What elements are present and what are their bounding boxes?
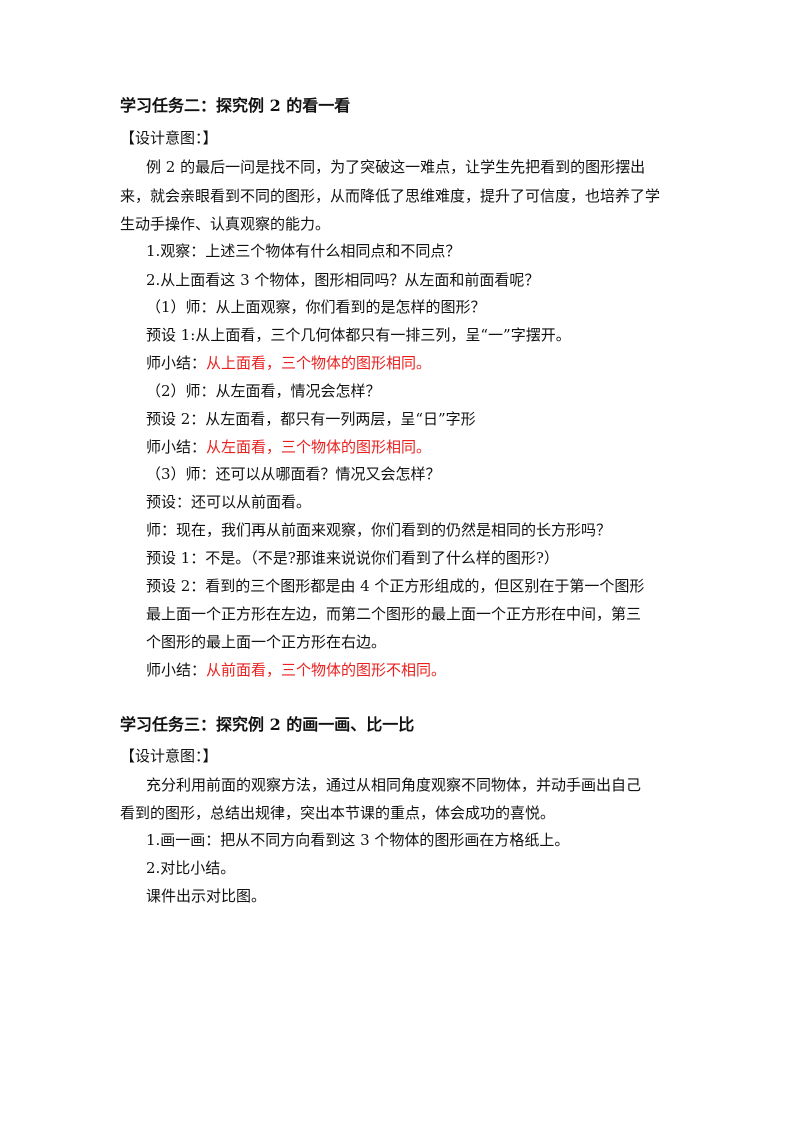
section2-design-label: 【设计意图：】	[120, 129, 218, 147]
preset-3-2-line-2: 最上面一个正方形在左边，而第二个图形的最上面一个正方形在中间，第三	[146, 605, 642, 623]
step-3: 课件出示对比图。	[146, 887, 267, 905]
section2-design-line-2: 来，就会亲眼看到不同的图形，从而降低了思维难度，提升了可信度，也培养了学	[120, 187, 661, 205]
summary-1-highlight: 从上面看，三个物体的图形相同。	[206, 354, 432, 372]
teacher-statement: 师：现在，我们再从前面来观察，你们看到的仍然是相同的长方形吗？	[146, 521, 612, 539]
section3-design-line-2: 看到的图形，总结出规律，突出本节课的重点，体会成功的喜悦。	[120, 804, 556, 822]
summary-3: 师小结：从前面看，三个物体的图形不相同。	[146, 660, 446, 680]
summary-1: 师小结：从上面看，三个物体的图形相同。	[146, 353, 431, 373]
preset-3-2-line-1: 预设 2：看到的三个图形都是由 4 个正方形组成的，但区别在于第一个图形	[146, 577, 645, 595]
summary-label: 师小结：	[146, 354, 207, 372]
preset-3-1: 预设 1：不是。（不是?那谁来说说你们看到了什么样的图形?）	[146, 549, 559, 567]
preset-2: 预设 2：从左面看，都只有一列两层，呈“日”字形	[146, 410, 476, 428]
summary-label: 师小结：	[146, 661, 207, 679]
summary-3-highlight: 从前面看，三个物体的图形不相同。	[206, 661, 447, 679]
teacher-question-2: （2）师：从左面看，情况会怎样？	[146, 382, 381, 400]
section3-title: 学习任务三：探究例 2 的画一画、比一比	[120, 715, 415, 734]
teacher-question-1: （1）师：从上面观察，你们看到的是怎样的图形？	[146, 298, 486, 316]
summary-2-highlight: 从左面看，三个物体的图形相同。	[206, 438, 432, 456]
preset-3-2-line-3: 个图形的最上面一个正方形在右边。	[146, 633, 387, 651]
section2-title: 学习任务二：探究例 2 的看一看	[120, 96, 351, 115]
step-1: 1.画一画：把从不同方向看到这 3 个物体的图形画在方格纸上。	[146, 831, 570, 849]
section3-design-line-1: 充分利用前面的观察方法，通过从相同角度观察不同物体，并动手画出自己	[146, 776, 642, 794]
section3-design-label: 【设计意图：】	[120, 747, 218, 765]
preset-1: 预设 1:从上面看，三个几何体都只有一排三列，呈“一”字摆开。	[146, 326, 571, 344]
summary-label: 师小结：	[146, 438, 207, 456]
section2-design-line-3: 生动手操作、认真观察的能力。	[120, 215, 331, 233]
section2-design-line-1: 例 2 的最后一问是找不同，为了突破这一难点，让学生先把看到的图形摆出	[146, 158, 646, 176]
question-1: 1.观察：上述三个物体有什么相同点和不同点？	[146, 242, 461, 260]
teacher-question-3: （3）师：还可以从哪面看？情况又会怎样？	[146, 465, 441, 483]
question-2: 2.从上面看这 3 个物体，图形相同吗？从左面和前面看呢？	[146, 271, 540, 289]
step-2: 2.对比小结。	[146, 859, 236, 877]
summary-2: 师小结：从左面看，三个物体的图形相同。	[146, 437, 431, 457]
preset-3: 预设：还可以从前面看。	[146, 493, 312, 511]
